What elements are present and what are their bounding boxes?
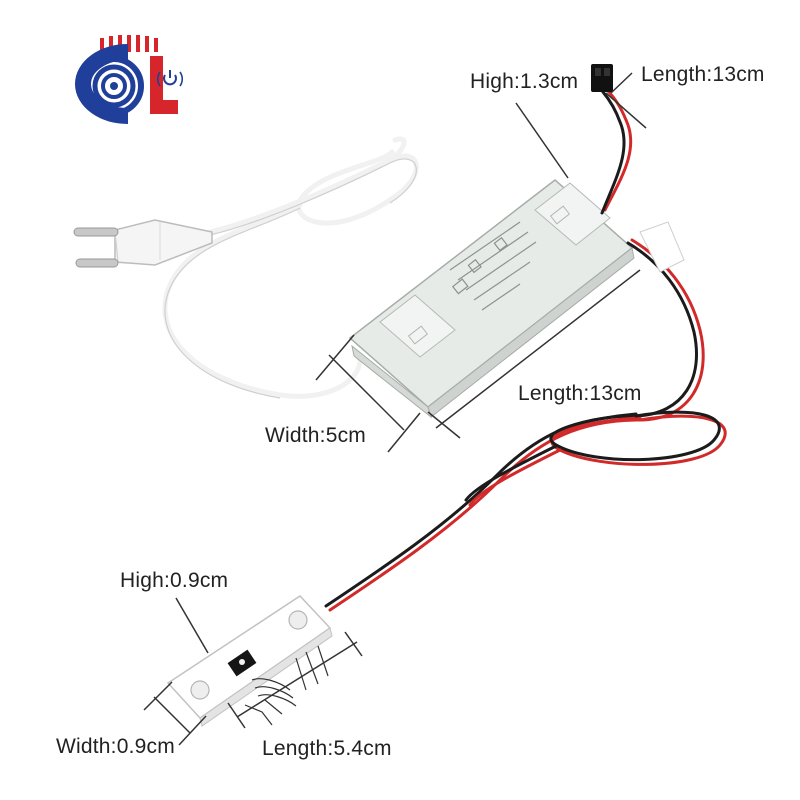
led-driver: [348, 179, 635, 419]
dim-length-top: [605, 92, 647, 129]
label-high-top: High:1.3cm: [470, 70, 579, 93]
label-length-top: Length:13cm: [641, 63, 765, 86]
dim-high-bot: [175, 597, 209, 654]
driver-end-cap-out: [379, 294, 456, 358]
dim-length-mid: [435, 269, 641, 429]
dim-width-bot: [153, 696, 191, 734]
sensor-screw-1: [190, 680, 210, 700]
euro-plug: [73, 219, 213, 268]
driver-label-print: [449, 221, 537, 311]
logo-letter-s: [84, 56, 144, 116]
label-length-mid: Length:13cm: [518, 382, 642, 405]
sensor-module: [166, 595, 333, 727]
label-high-bottom: High:0.9cm: [120, 569, 229, 592]
logo-stripes: [100, 35, 158, 52]
wire-sleeve: [639, 221, 685, 273]
hand-wave-icon: [244, 645, 329, 726]
power-icon: [156, 70, 184, 87]
dimension-lines: [143, 72, 647, 746]
label-length-bottom: Length:5.4cm: [262, 737, 392, 760]
power-cord-shadow: [164, 158, 417, 399]
dim-high-top: [515, 102, 569, 179]
dim-length-bot: [236, 641, 358, 718]
label-width-bottom: Width:0.9cm: [56, 735, 175, 758]
power-cord: [162, 136, 419, 399]
driver-end-cap-in: [534, 182, 611, 246]
output-wires: [324, 238, 727, 612]
logo-letter-l: [150, 56, 178, 114]
sensor-screw-2: [288, 610, 308, 630]
label-width-mid: Width:5cm: [265, 424, 366, 447]
input-wires: [600, 88, 633, 215]
dim-width-mid: [328, 354, 405, 431]
csl-logo: [75, 35, 184, 124]
top-connector: [591, 64, 613, 92]
